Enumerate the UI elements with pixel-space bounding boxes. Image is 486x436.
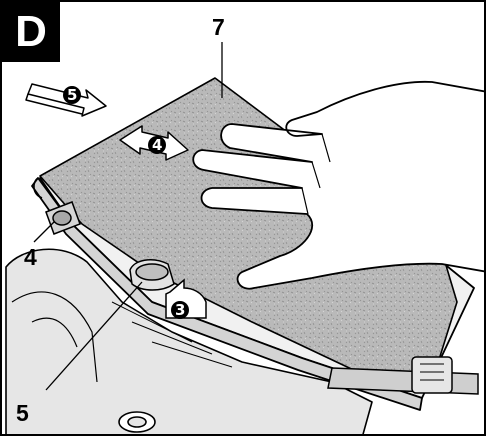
step-label-four: 4 [152,136,163,154]
sander-body [5,216,373,434]
callout-clamp-lever: 5 [16,400,29,426]
step-label-three: 3 [175,301,186,319]
step-4-marker [148,136,166,154]
front-clamp-bar [327,356,479,395]
step-5-marker [63,86,81,104]
callout-sanding-paper: 7 [212,14,225,40]
callout-side-lever: 4 [24,244,37,270]
step-label-five: 5 [67,86,78,104]
clamp-lever-icon [129,258,175,291]
leader-lines [33,42,223,391]
side-lever [45,201,81,235]
figure-letter-badge: D [2,2,60,62]
step-3-marker [171,301,189,319]
hand-icon [192,80,484,290]
